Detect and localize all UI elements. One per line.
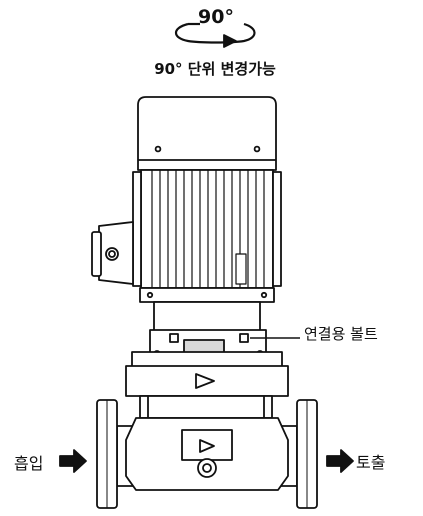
outlet-flange	[296, 399, 318, 509]
terminal-box	[91, 221, 134, 285]
inlet-label: 흡입	[14, 454, 44, 473]
inlet-arrow-icon	[59, 449, 87, 473]
motor-fan-cover	[137, 96, 277, 171]
outlet-label: 토출	[356, 453, 386, 472]
pump-casing	[125, 351, 289, 419]
rotation-arrow-icon	[174, 22, 256, 48]
outlet-arrow-icon	[326, 449, 354, 473]
pump-lower-body	[116, 417, 298, 491]
rotation-angle-text: 90°	[198, 6, 234, 28]
inlet-flange	[96, 399, 118, 509]
bolt-label: 연결용 볼트	[304, 325, 378, 343]
rotation-caption: 90° 단위 변경가능	[154, 60, 276, 78]
motor-body	[132, 169, 282, 303]
